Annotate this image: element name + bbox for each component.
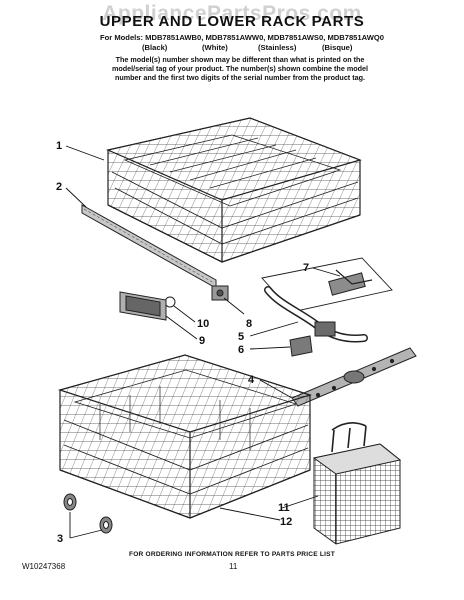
callout-12: 12 <box>280 516 292 528</box>
callout-1: 1 <box>56 140 62 152</box>
callout-2: 2 <box>56 181 62 193</box>
ordering-info: FOR ORDERING INFORMATION REFER TO PARTS … <box>129 551 335 558</box>
model-note: The model(s) number shown may be differe… <box>112 55 368 82</box>
callout-5: 5 <box>238 331 244 343</box>
silverware-basket <box>312 422 402 545</box>
callout-7: 7 <box>303 262 309 274</box>
color-stainless: (Stainless) <box>258 43 297 52</box>
page-number: 11 <box>229 562 238 571</box>
callout-9: 9 <box>199 335 205 347</box>
rail-stop <box>119 291 167 321</box>
spray-arm <box>291 347 417 407</box>
callouts: 1 2 3 4 5 6 7 8 9 10 11 12 <box>56 140 309 545</box>
model-colors: (Black) (White) (Stainless) (Bisque) <box>0 43 464 53</box>
callout-10: 10 <box>197 318 209 330</box>
callout-3: 3 <box>57 533 63 545</box>
callout-11: 11 <box>278 502 290 514</box>
callout-6: 6 <box>238 344 244 356</box>
color-black: (Black) <box>142 43 168 52</box>
document-number: W10247368 <box>22 562 66 571</box>
color-bisque: (Bisque) <box>322 43 353 52</box>
lower-rack <box>57 354 313 519</box>
rack-wheels <box>63 493 113 534</box>
spray-manifold <box>261 257 393 357</box>
page-title: UPPER AND LOWER RACK PARTS <box>99 13 365 30</box>
callout-4: 4 <box>248 374 255 386</box>
models-line: For Models: MDB7851AWB0, MDB7851AWW0, MD… <box>100 33 384 42</box>
color-white: (White) <box>202 43 228 52</box>
rack-clip <box>211 285 229 301</box>
leader-lines <box>65 145 341 539</box>
upper-rack <box>106 117 362 263</box>
callout-8: 8 <box>246 318 252 330</box>
